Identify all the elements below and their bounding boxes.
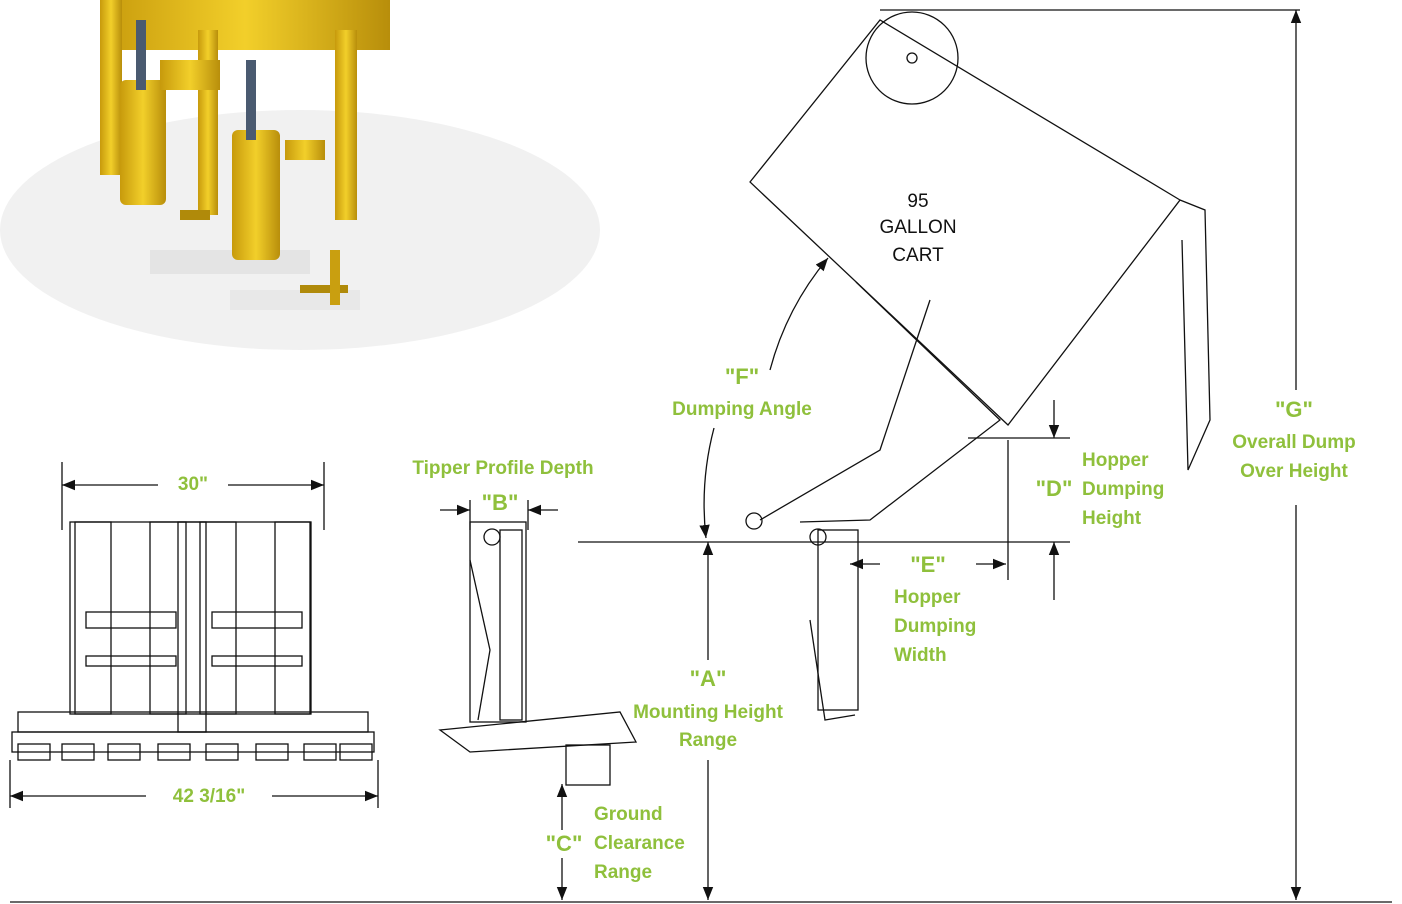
cart-label-line-1: 95 — [907, 191, 929, 212]
dimension-e-line-2: Dumping — [894, 616, 977, 637]
dimension-g-line-2: Over Height — [1240, 461, 1348, 482]
dimension-d-line-3: Height — [1082, 508, 1142, 529]
dimension-a-line-1: Mounting Height — [633, 702, 783, 723]
dimension-f-line-1: Dumping Angle — [672, 399, 812, 420]
width-top-label: 30" — [177, 474, 209, 495]
product-render — [0, 0, 600, 350]
dimension-c-line-3: Range — [594, 862, 653, 883]
dimension-e-line-3: Width — [894, 645, 947, 666]
dimension-c-line-2: Clearance — [594, 833, 685, 854]
dimension-e-letter: "E" — [910, 552, 946, 577]
dimension-d-letter: "D" — [1035, 476, 1073, 501]
front-view — [9, 462, 379, 808]
dimension-c-line-1: Ground — [594, 804, 663, 825]
dimension-e-line-1: Hopper — [894, 587, 961, 608]
dimension-a-line-2: Range — [678, 730, 738, 751]
dimension-f-letter: "F" — [724, 364, 760, 389]
dimension-d-line-1: Hopper — [1082, 450, 1149, 471]
dimension-b-title: Tipper Profile Depth — [412, 458, 594, 479]
cart-label-line-2: GALLON — [879, 217, 957, 238]
dimension-c-letter: "C" — [545, 831, 583, 856]
dimension-g-line-1: Overall Dump — [1232, 432, 1356, 453]
dimension-d-line-2: Dumping — [1082, 479, 1165, 500]
cart-label-line-3: CART — [892, 245, 944, 266]
dimension-b-letter: "B" — [481, 490, 519, 515]
width-bottom-label: 42 3/16" — [172, 786, 246, 807]
dimension-a-letter: "A" — [689, 666, 727, 691]
dump-view — [10, 9, 1392, 903]
side-view — [438, 500, 830, 786]
dimension-g-letter: "G" — [1275, 397, 1313, 422]
